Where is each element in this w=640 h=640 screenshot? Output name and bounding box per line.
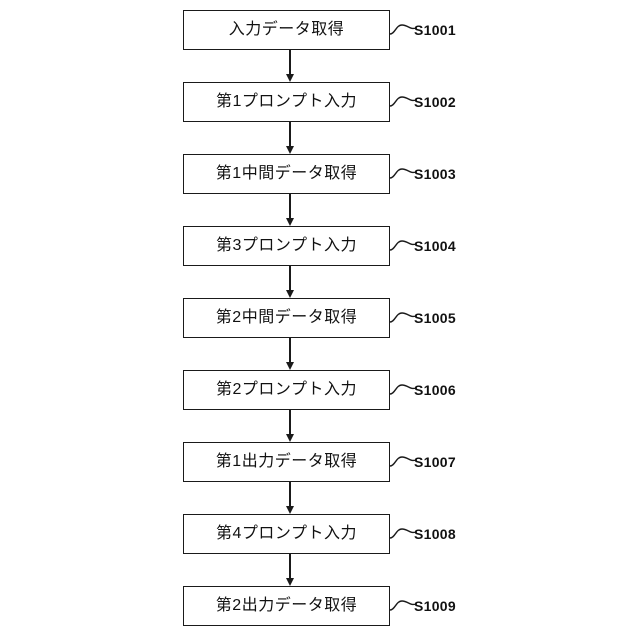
process-box-label: 第1出力データ取得 xyxy=(215,453,358,470)
process-box-label: 第2中間データ取得 xyxy=(215,309,358,326)
leader-line-icon xyxy=(389,453,418,471)
step-id-label: S1004 xyxy=(414,238,456,254)
leader-line-icon xyxy=(389,21,418,39)
process-box[interactable]: 第1出力データ取得 xyxy=(183,442,390,482)
process-box[interactable]: 入力データ取得 xyxy=(183,10,390,50)
leader-line-icon xyxy=(389,237,418,255)
flow-arrow-icon xyxy=(285,122,295,154)
process-box[interactable]: 第2プロンプト入力 xyxy=(183,370,390,410)
process-box-label: 第3プロンプト入力 xyxy=(216,237,357,254)
process-box-label: 第2出力データ取得 xyxy=(215,597,358,614)
step-id-label: S1006 xyxy=(414,382,456,398)
process-box[interactable]: 第4プロンプト入力 xyxy=(183,514,390,554)
leader-line-icon xyxy=(389,597,418,615)
process-box-label: 第1中間データ取得 xyxy=(215,165,358,182)
process-box[interactable]: 第2出力データ取得 xyxy=(183,586,390,626)
process-box-label: 入力データ取得 xyxy=(228,21,345,38)
leader-line-icon xyxy=(389,165,418,183)
step-id-label: S1001 xyxy=(414,22,456,38)
leader-line-icon xyxy=(389,309,418,327)
process-box[interactable]: 第1プロンプト入力 xyxy=(183,82,390,122)
step-id-label: S1002 xyxy=(414,94,456,110)
process-box-label: 第4プロンプト入力 xyxy=(216,525,357,542)
flow-arrow-icon xyxy=(285,266,295,298)
flow-arrow-icon xyxy=(285,338,295,370)
step-id-label: S1003 xyxy=(414,166,456,182)
step-id-label: S1005 xyxy=(414,310,456,326)
leader-line-icon xyxy=(389,93,418,111)
flow-arrow-icon xyxy=(285,554,295,586)
step-id-label: S1007 xyxy=(414,454,456,470)
process-box-label: 第2プロンプト入力 xyxy=(216,381,357,398)
step-id-label: S1009 xyxy=(414,598,456,614)
leader-line-icon xyxy=(389,525,418,543)
process-box[interactable]: 第1中間データ取得 xyxy=(183,154,390,194)
flow-arrow-icon xyxy=(285,482,295,514)
flow-arrow-icon xyxy=(285,50,295,82)
leader-line-icon xyxy=(389,381,418,399)
flow-arrow-icon xyxy=(285,410,295,442)
process-box[interactable]: 第2中間データ取得 xyxy=(183,298,390,338)
process-box[interactable]: 第3プロンプト入力 xyxy=(183,226,390,266)
process-box-label: 第1プロンプト入力 xyxy=(216,93,357,110)
step-id-label: S1008 xyxy=(414,526,456,542)
flow-arrow-icon xyxy=(285,194,295,226)
